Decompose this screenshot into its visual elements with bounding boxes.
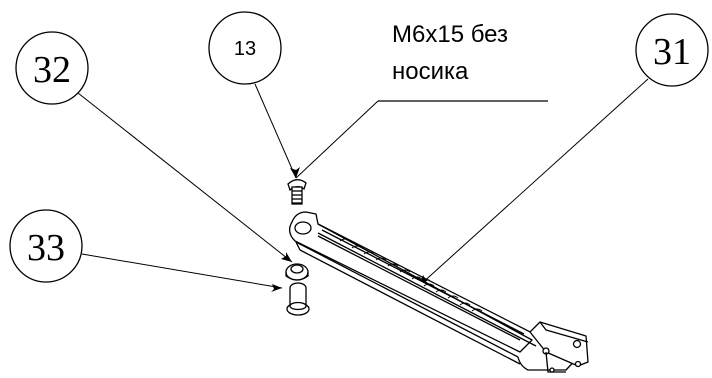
- note-line-2: носика: [392, 58, 469, 85]
- callout-33: 33: [9, 209, 83, 283]
- callout-33-label: 33: [27, 227, 65, 269]
- leader-13: [254, 83, 297, 179]
- leader-note: [295, 100, 379, 179]
- note-line-1: М6х15 без: [392, 21, 508, 48]
- leader-31: [419, 78, 649, 286]
- callout-32-label: 32: [33, 49, 71, 91]
- bracket-31-drawing: [288, 211, 589, 373]
- arrowhead-32: [281, 252, 292, 262]
- callout-13: 13: [208, 11, 282, 85]
- washer-32-drawing: [285, 263, 309, 281]
- arrowhead-33: [271, 284, 282, 292]
- callout-31-label: 31: [653, 31, 691, 73]
- callout-13-label: 13: [234, 38, 256, 60]
- leader-lines: [77, 78, 649, 289]
- arrowhead-13: [290, 167, 300, 178]
- screw-13-drawing: [287, 179, 307, 205]
- callout-32: 32: [15, 31, 89, 105]
- callout-31: 31: [635, 13, 709, 87]
- bushing-33-drawing: [286, 282, 310, 316]
- leader-33: [81, 253, 283, 289]
- leader-32: [77, 92, 293, 263]
